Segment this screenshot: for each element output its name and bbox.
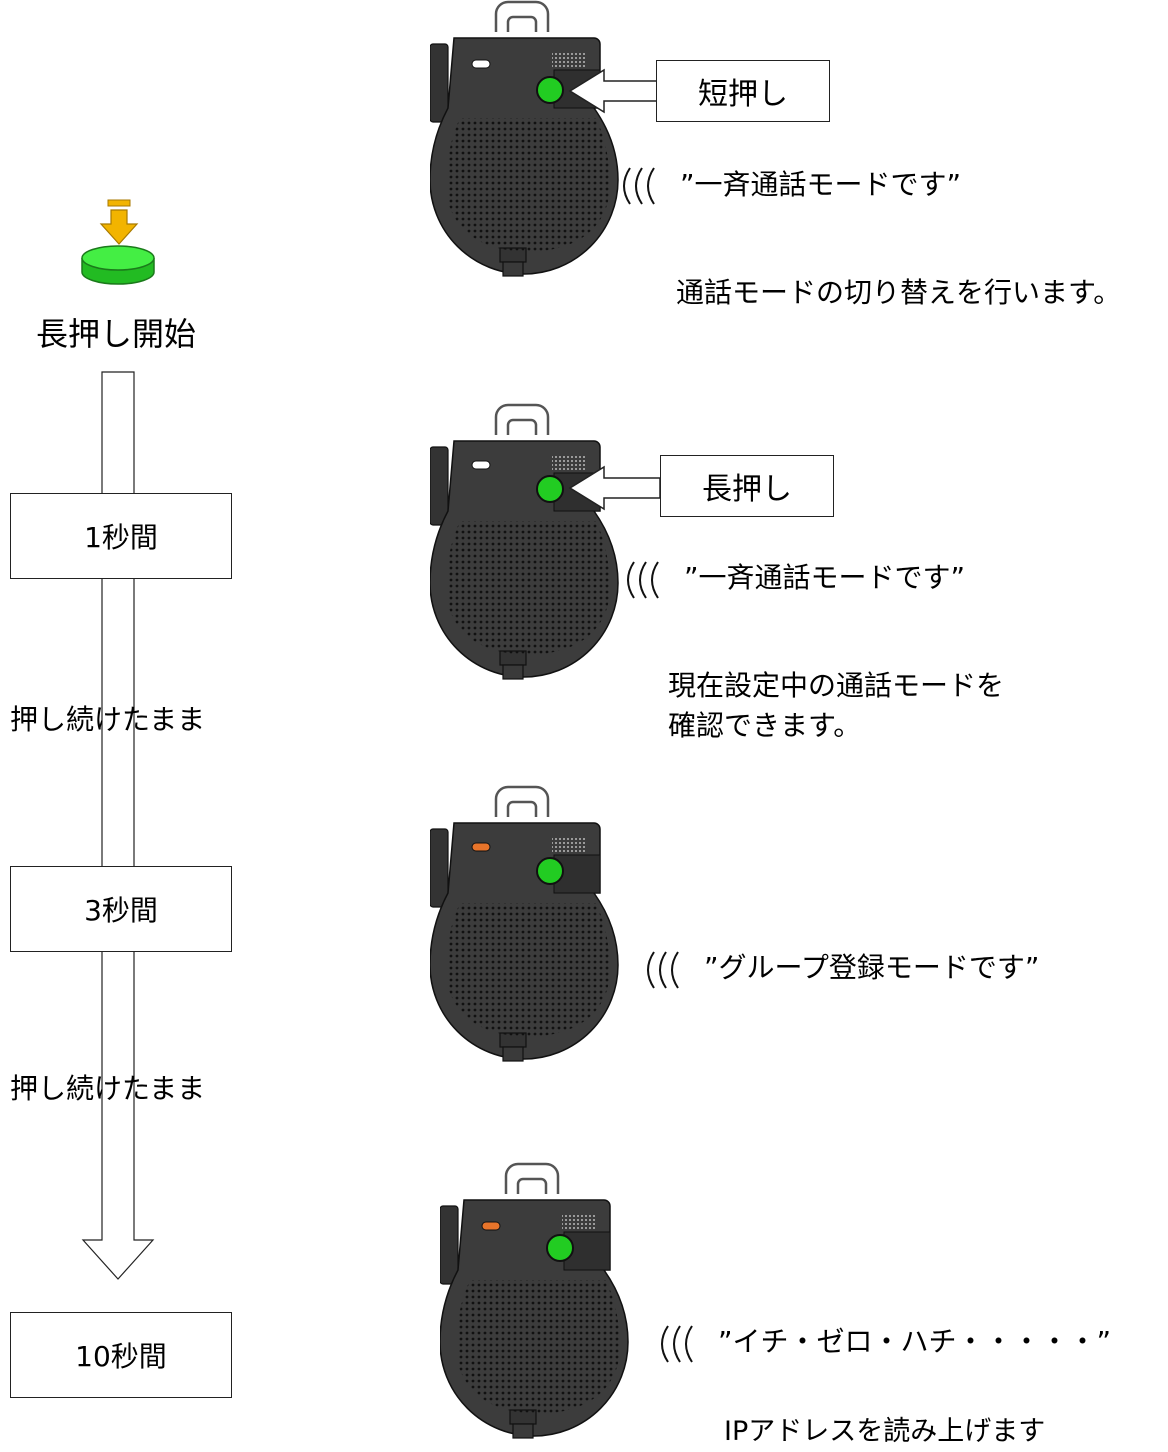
step-3-seconds: 3秒間 — [10, 866, 232, 952]
sound-wave-icon — [661, 1325, 693, 1363]
talk-button — [536, 76, 564, 104]
start-label: 長押し開始 — [36, 315, 197, 353]
speech-text: ”イチ・ゼロ・ハチ・・・・・” — [718, 1325, 1112, 1358]
talk-button — [536, 857, 564, 885]
step-label: 3秒間 — [84, 894, 158, 927]
talk-button — [536, 475, 564, 503]
hold-label: 押し続けたまま — [10, 703, 206, 736]
speech-text: ”一斉通話モードです” — [684, 561, 966, 594]
status-led — [471, 842, 491, 852]
hollow-arrow-icon — [568, 465, 661, 511]
sound-wave-icon — [627, 561, 659, 599]
speaker-mic-device — [430, 403, 620, 693]
hollow-arrow-icon — [568, 68, 661, 114]
step-label: 1秒間 — [84, 521, 158, 554]
status-led — [481, 1221, 501, 1231]
status-led — [471, 59, 491, 69]
step-1-second: 1秒間 — [10, 493, 232, 579]
speaker-mic-device — [430, 785, 620, 1075]
press-label-text: 長押し — [702, 472, 792, 507]
description-text: IPアドレスを読み上げます — [724, 1416, 1046, 1447]
step-label: 10秒間 — [75, 1340, 167, 1373]
speaker-mic-device — [440, 1162, 630, 1452]
sound-wave-icon — [647, 951, 679, 989]
description-text: 現在設定中の通話モードを — [668, 669, 1005, 702]
description-text: 通話モードの切り替えを行います。 — [676, 276, 1122, 309]
step-10-seconds: 10秒間 — [10, 1312, 232, 1398]
speech-text: ”グループ登録モードです” — [704, 951, 1040, 984]
long-press-label: 長押し — [660, 455, 834, 517]
press-button-icon — [81, 199, 155, 285]
hold-label: 押し続けたまま — [10, 1072, 206, 1105]
description-text: 確認できます。 — [668, 709, 862, 742]
sound-wave-icon — [623, 167, 655, 205]
status-led — [471, 460, 491, 470]
speech-text: ”一斉通話モードです” — [680, 168, 962, 201]
speaker-mic-device — [430, 0, 620, 290]
short-press-label: 短押し — [656, 60, 830, 122]
talk-button — [546, 1234, 574, 1262]
press-label-text: 短押し — [698, 77, 788, 112]
